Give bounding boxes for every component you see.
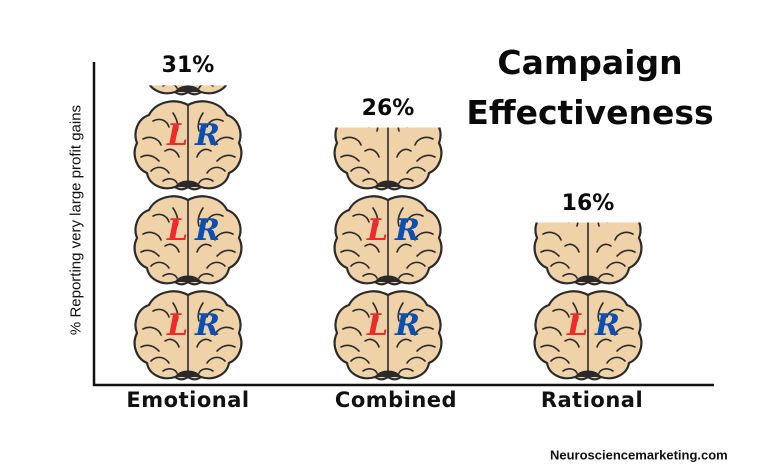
right-hemisphere-letter: R [194,213,220,248]
x-tick-label-combined: Combined [334,388,458,412]
right-hemisphere-letter: R [394,308,420,343]
data-label-emotional: 31% [161,53,215,79]
left-hemisphere-letter: L [166,213,188,248]
source-credit: Neurosciencemarketing.com [550,447,728,463]
left-hemisphere-letter: L [166,118,188,153]
x-tick-label-emotional: Emotional [126,388,250,412]
brain-icon-partial [133,85,243,96]
left-hemisphere-letter: L [566,308,588,343]
data-label-combined: 26% [361,95,415,121]
left-hemisphere-letter: L [166,308,188,343]
left-hemisphere-letter: L [366,308,388,343]
right-hemisphere-letter: R [194,118,220,153]
right-hemisphere-letter: R [594,308,620,343]
chart-title: Campaign Effectiveness [466,43,714,132]
y-axis-label: % Reporting very large profit gains [67,104,85,336]
axes [92,62,714,387]
data-label-rational: 16% [561,190,615,216]
left-hemisphere-letter: L [366,213,388,248]
x-tick-label-rational: Rational [540,388,644,412]
right-hemisphere-letter: R [194,308,220,343]
right-hemisphere-letter: R [394,213,420,248]
